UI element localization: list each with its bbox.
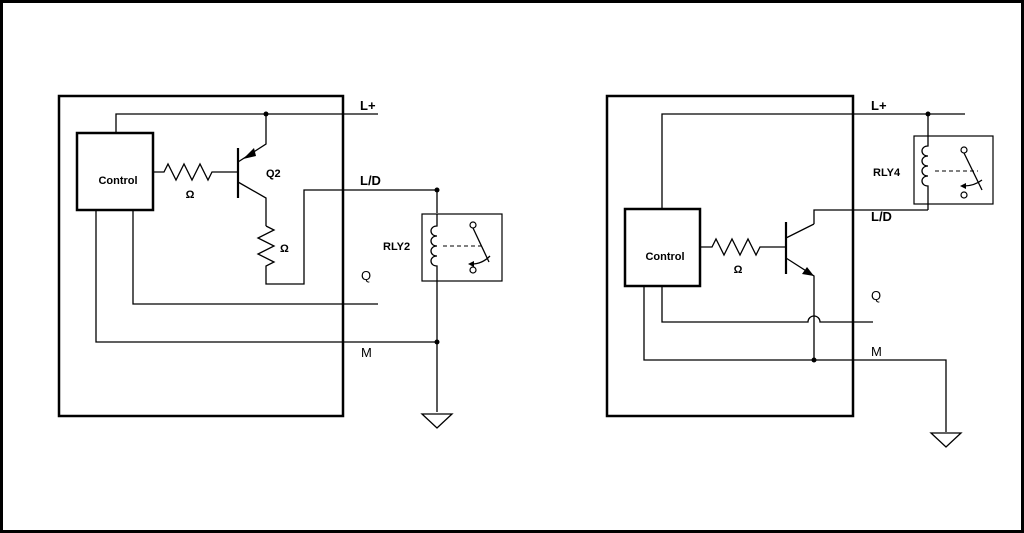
right-terminal-lplus: L+ [871,98,887,113]
right-relay-switch-arrow [960,183,966,189]
left-ground-symbol [420,413,454,429]
left-terminal-m: M [361,345,372,360]
right-circuit: L+ RLY4 L/D Control Ω Q M [605,94,994,448]
right-module-box [605,94,855,418]
left-terminal-ld: L/D [360,173,381,188]
left-collector-resistor [256,189,378,285]
left-lplus-wire [115,113,378,133]
left-module-box [57,94,345,418]
left-base-resistor [153,162,238,182]
right-relay-contact-bottom [960,191,968,199]
right-lplus-wire [661,113,965,209]
right-m-wire [643,286,947,432]
left-relay-switch-arrow [468,261,474,267]
right-ground-symbol [929,432,963,448]
left-resistor2-label: Ω [280,243,289,255]
left-control-box [75,131,155,212]
left-resistor1-label: Ω [186,189,195,201]
right-terminal-q: Q [871,288,881,303]
right-emitter-arrow [802,267,814,276]
left-relay-label: RLY2 [383,241,410,253]
left-control-label: Control [98,175,137,187]
right-relay-contact-top [960,146,968,154]
right-terminal-m: M [871,344,882,359]
right-terminal-ld: L/D [871,209,892,224]
right-relay-coil [921,136,929,210]
left-emitter-arrow [243,148,256,159]
right-base-resistor [700,237,786,257]
right-q-wire [661,286,873,323]
left-transistor-label: Q2 [266,168,281,180]
right-transistor-collector [785,223,815,239]
right-control-label: Control [645,251,684,263]
right-ld-wire [813,209,928,224]
left-q-wire [132,210,378,305]
left-transistor-collector [237,181,267,226]
left-junction-ld [434,187,440,193]
right-relay-label: RLY4 [873,167,901,179]
left-relay-contact-top [469,221,477,229]
left-terminal-q: Q [361,268,371,283]
left-ld-wire [378,189,438,213]
left-relay-coil [430,214,438,281]
left-relay-contact-bottom [469,266,477,274]
left-circuit: L+ Control Ω Q2 Ω L/D Q M [57,94,503,429]
right-control-box [623,207,702,288]
right-relay-box [913,135,994,205]
left-terminal-lplus: L+ [360,98,376,113]
left-m-wire [95,210,437,343]
right-relay-switch-arm [963,152,983,191]
left-relay-box [421,213,503,282]
right-junction-m [811,357,817,363]
left-relay-switch-arm [472,227,490,263]
right-resistor-label: Ω [734,264,743,276]
